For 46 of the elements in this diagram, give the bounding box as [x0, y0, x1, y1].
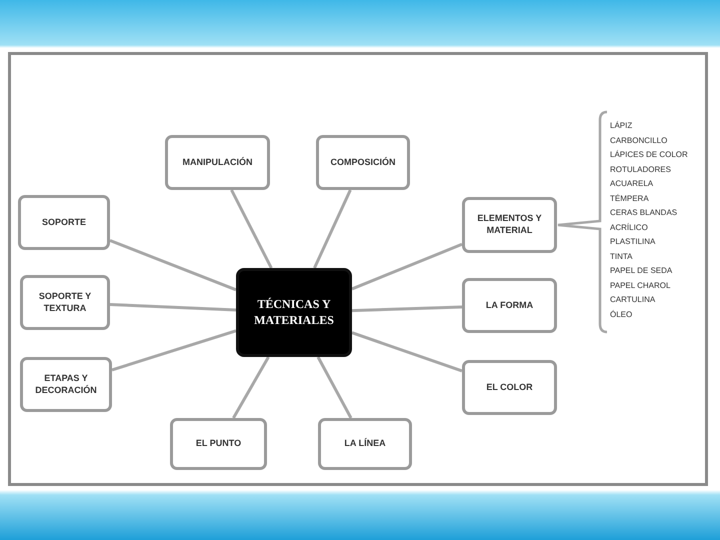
connector-line	[112, 329, 236, 372]
connector-line	[110, 302, 236, 312]
topic-box	[316, 135, 410, 190]
list-item: ACUARELA	[610, 178, 654, 190]
node-text: SOPORTE Y TEXTURA	[38, 290, 92, 314]
list-item: PAPEL DE SEDA	[610, 265, 672, 277]
list-item: CARTULINA	[610, 294, 656, 306]
topic-box	[462, 197, 557, 253]
topic-box	[170, 418, 267, 470]
central-box	[236, 268, 352, 357]
list-item: ROTULADORES	[610, 164, 671, 176]
topic-box	[18, 195, 110, 250]
list-item: TÉMPERA	[610, 192, 649, 204]
topic-box	[20, 357, 112, 412]
topic-box	[462, 278, 557, 333]
list-item: ÓLEO	[610, 308, 632, 320]
connector-line	[316, 356, 352, 419]
node-text: COMPOSICIÓN	[330, 156, 396, 168]
connector-line	[109, 239, 237, 292]
topic-box	[462, 360, 557, 415]
list-item: LÁPICES DE COLOR	[610, 149, 688, 161]
node-text: LA FORMA	[486, 300, 534, 312]
node-text: LA LÍNEA	[344, 438, 386, 450]
list-item: CARBONCILLO	[610, 134, 668, 146]
node-text: MANIPULACIÓN	[182, 156, 252, 168]
list-item: PAPEL CHAROL	[610, 280, 670, 292]
node-text: ELEMENTOS Y MATERIAL	[476, 213, 543, 237]
node-text: EL COLOR	[486, 382, 533, 394]
node-text: EL PUNTO	[196, 438, 242, 450]
node-text: ETAPAS Y DECORACIÓN	[34, 372, 98, 396]
connector-line	[352, 331, 462, 372]
list-item: LÁPIZ	[610, 120, 632, 132]
list-item: CERAS BLANDAS	[610, 207, 678, 219]
connector-line	[232, 356, 270, 419]
connector-line	[230, 189, 273, 269]
topic-box	[318, 418, 412, 470]
connector-line	[313, 189, 352, 269]
connector-line	[351, 242, 463, 290]
list-item: ACRÍLICO	[610, 222, 648, 234]
list-item: TINTA	[610, 250, 633, 262]
topic-box	[165, 135, 270, 190]
node-text: SOPORTE	[42, 216, 86, 228]
topic-box	[20, 275, 110, 330]
connector-line	[352, 306, 462, 312]
list-item: PLASTILINA	[610, 236, 656, 248]
node-text: TÉCNICAS Y MATERIALES	[253, 296, 335, 328]
